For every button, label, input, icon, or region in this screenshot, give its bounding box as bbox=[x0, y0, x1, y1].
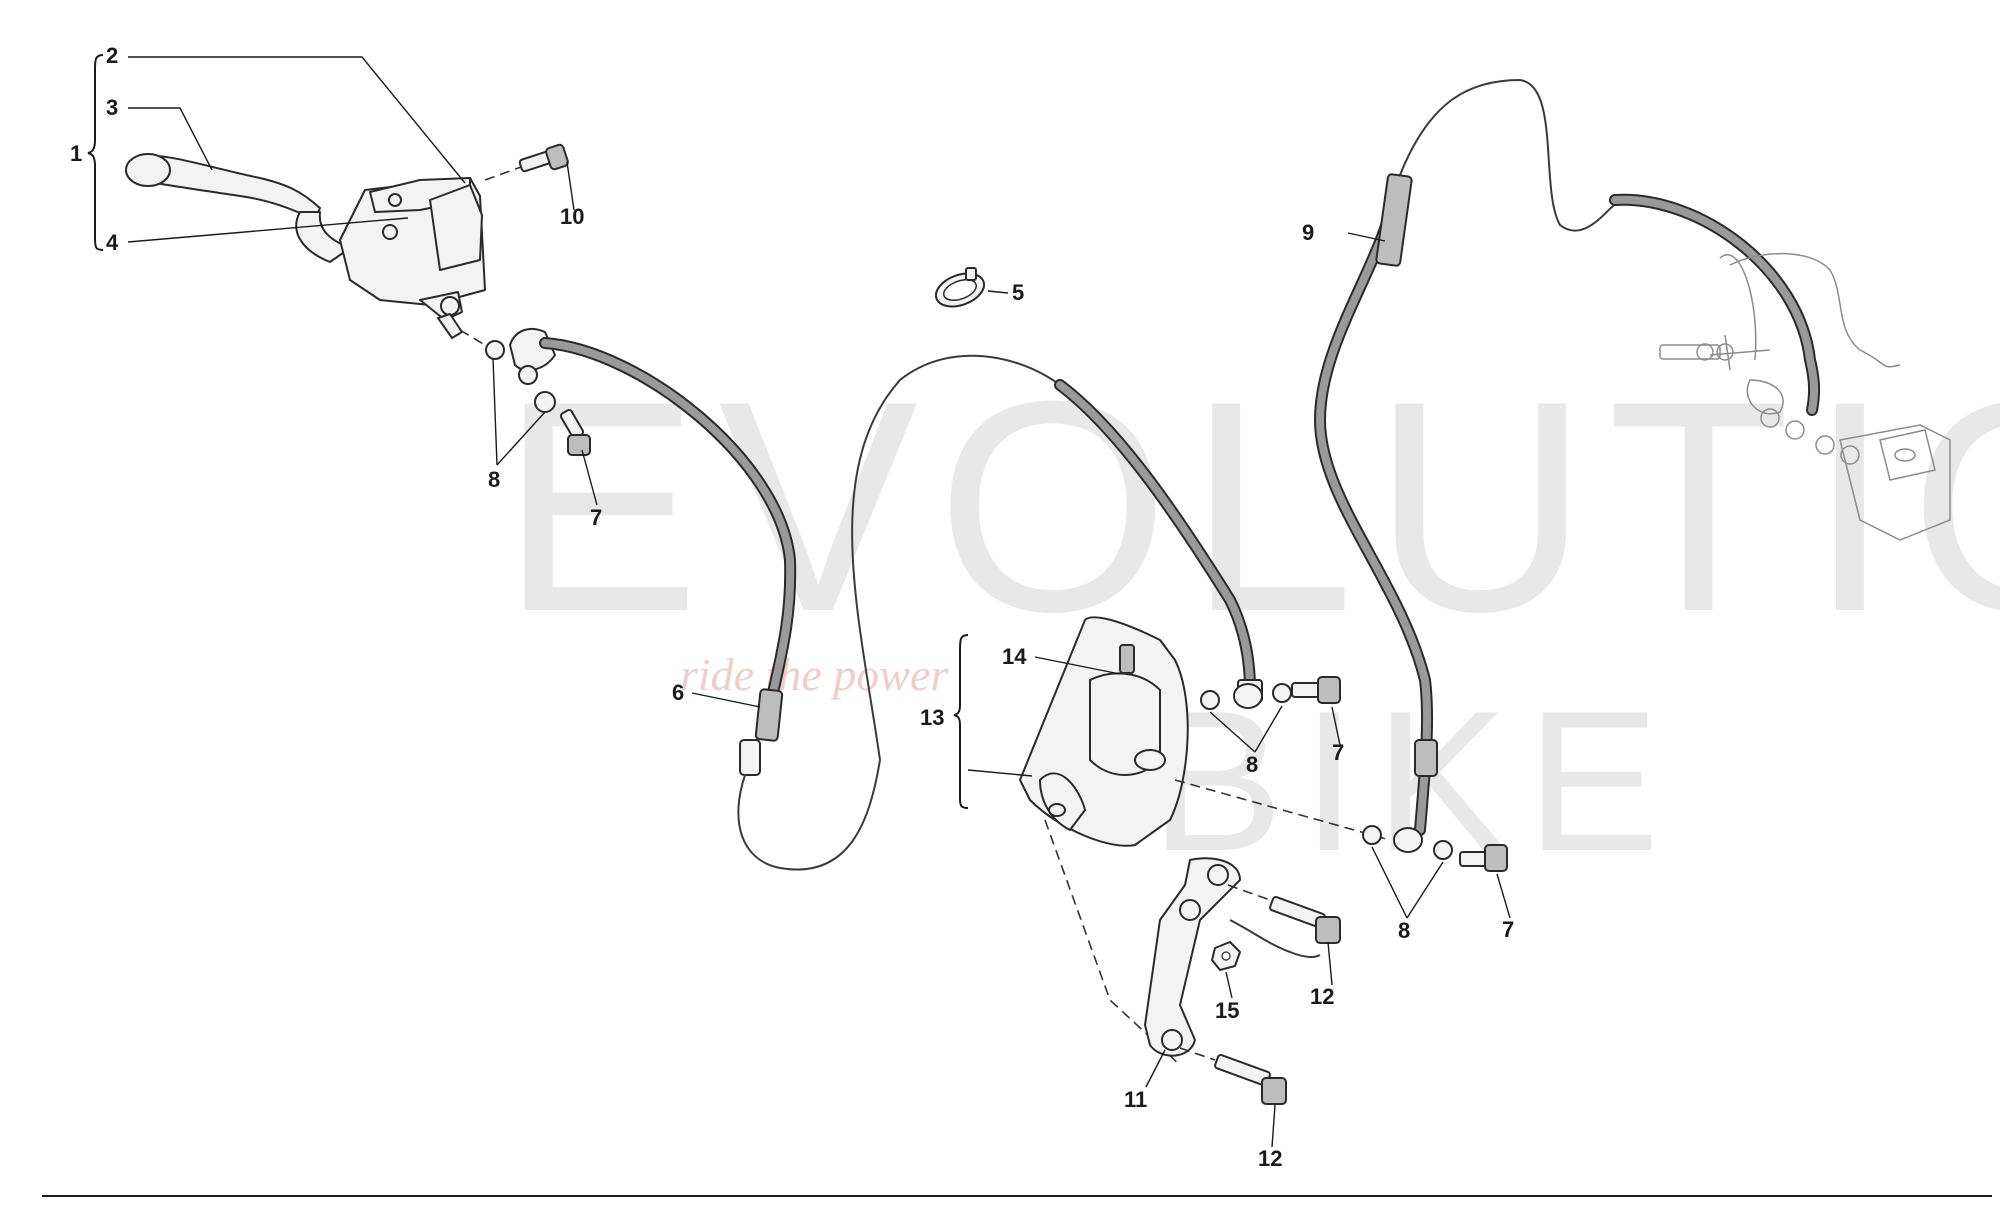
watermark: EVOLUTIOn BIKE ride the power bbox=[500, 338, 2000, 893]
callout-13: 13 bbox=[920, 705, 944, 730]
front-master-cylinder bbox=[125, 153, 486, 339]
banjo-port-hole bbox=[440, 296, 460, 316]
bracket-hole-bottom bbox=[1161, 1029, 1183, 1051]
brace-part-1 bbox=[87, 54, 104, 251]
caliper-bracket bbox=[1144, 857, 1321, 1057]
rear-hose-9 bbox=[1313, 78, 1821, 836]
washer-8c-1 bbox=[1362, 825, 1382, 845]
bolt-12a bbox=[1227, 884, 1341, 944]
bracket-hole-mid bbox=[1179, 899, 1201, 921]
callout-11: 11 bbox=[1124, 1087, 1147, 1112]
callout-15: 15 bbox=[1215, 998, 1239, 1023]
callout-2: 2 bbox=[106, 43, 118, 68]
washer-8b-2 bbox=[1272, 683, 1292, 703]
callout-10: 10 bbox=[560, 204, 584, 229]
banjo-eye bbox=[518, 365, 538, 385]
washer-top bbox=[485, 340, 505, 360]
bolt-head bbox=[567, 434, 591, 456]
caliper-port bbox=[1134, 749, 1166, 771]
callout-7b: 7 bbox=[1332, 740, 1344, 765]
bracket-hole-top bbox=[1207, 864, 1229, 886]
bolt-12a-head bbox=[1315, 916, 1341, 944]
cylinder-tip bbox=[437, 313, 463, 339]
watermark-tagline: ride the power bbox=[680, 649, 949, 700]
callout-8a: 8 bbox=[488, 467, 500, 492]
callout-3: 3 bbox=[106, 95, 118, 120]
callout-labels: 1 2 3 4 5 6 7 7 7 8 8 8 9 10 11 12 12 13… bbox=[70, 43, 1514, 1171]
hose-9-ferrule-top bbox=[1375, 173, 1413, 267]
watermark-brand-line1: EVOLUTIOn bbox=[500, 338, 2000, 674]
callout-9: 9 bbox=[1302, 220, 1314, 245]
callout-5: 5 bbox=[1012, 280, 1024, 305]
bolt-7c-head bbox=[1484, 844, 1508, 872]
caliper-bolt-hole bbox=[1048, 803, 1066, 817]
lever-pivot bbox=[295, 211, 351, 263]
lever-ball-end bbox=[125, 153, 171, 187]
bolt-12b-head bbox=[1261, 1077, 1287, 1105]
screw-10 bbox=[484, 143, 569, 181]
bolt-7b-head bbox=[1317, 676, 1341, 704]
washer-8b-1 bbox=[1200, 690, 1220, 710]
cap-screw-3 bbox=[382, 224, 398, 240]
banjo-lower-fittings bbox=[1362, 825, 1508, 872]
caliper-assembly bbox=[1019, 616, 1189, 847]
bleed-valve bbox=[1119, 644, 1135, 674]
clamp-tab bbox=[965, 267, 977, 281]
banjo-bolt-7a bbox=[559, 408, 591, 456]
callout-14: 14 bbox=[1002, 644, 1027, 669]
bracket-plate bbox=[1144, 857, 1241, 1057]
caliper-lower-lug bbox=[1039, 772, 1086, 831]
callout-6: 6 bbox=[672, 680, 684, 705]
banjo-eye-8b bbox=[1233, 683, 1263, 709]
callout-7a: 7 bbox=[590, 505, 602, 530]
watermark-brand-line2: BIKE bbox=[1150, 670, 1678, 893]
brake-lever bbox=[139, 155, 321, 221]
brace-part-13 bbox=[953, 634, 969, 809]
callout-7c: 7 bbox=[1502, 917, 1514, 942]
nut-15 bbox=[1211, 941, 1241, 971]
hose-clamp bbox=[934, 267, 986, 308]
leader-lines bbox=[127, 56, 1511, 1148]
front-brake-hose bbox=[459, 327, 881, 871]
cap-screw-1 bbox=[388, 193, 402, 207]
washer-8c-2 bbox=[1433, 840, 1453, 860]
banjo-caliper-fittings bbox=[1200, 676, 1341, 710]
callout-4: 4 bbox=[106, 230, 119, 255]
callout-8b: 8 bbox=[1246, 752, 1258, 777]
clamp-half bbox=[429, 184, 483, 271]
screw-head bbox=[545, 143, 569, 171]
callout-12a: 12 bbox=[1310, 984, 1334, 1009]
hose-9-ferrule-bottom bbox=[1414, 739, 1438, 777]
callout-12b: 12 bbox=[1258, 1146, 1282, 1171]
hose-ferrule bbox=[754, 688, 784, 742]
washer-bottom bbox=[534, 391, 556, 413]
ghost-rear-master-cylinder bbox=[1659, 252, 1951, 541]
hose-end-fitting bbox=[739, 739, 761, 776]
callout-1: 1 bbox=[70, 141, 82, 166]
bolt-12b bbox=[1179, 1047, 1287, 1105]
callout-8c: 8 bbox=[1398, 918, 1410, 943]
banjo-eye-8c bbox=[1393, 827, 1423, 853]
